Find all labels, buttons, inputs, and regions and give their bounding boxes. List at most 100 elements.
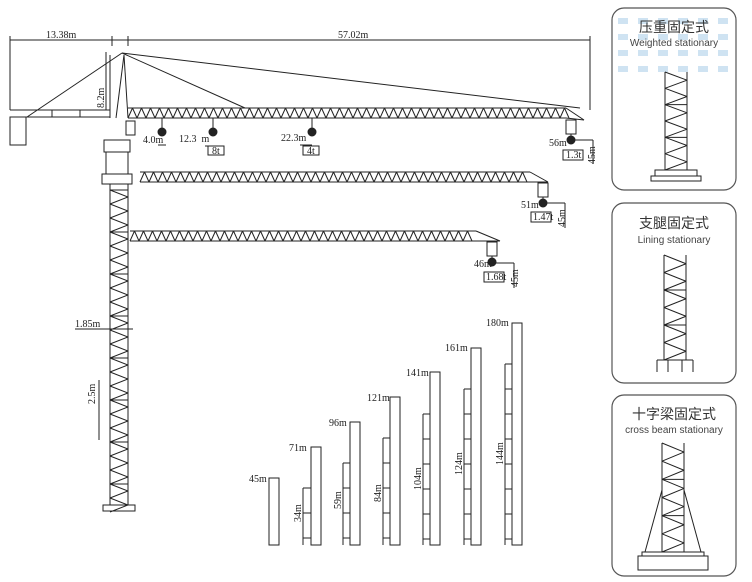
jib-truss bbox=[307, 107, 313, 119]
mast-base bbox=[102, 504, 136, 512]
jib-truss-51m bbox=[409, 171, 415, 183]
jib-truss bbox=[438, 107, 444, 119]
jib-truss-51m bbox=[522, 171, 528, 183]
mast-lacing bbox=[109, 420, 129, 429]
jib-truss-51m bbox=[265, 171, 271, 183]
mini-mast bbox=[661, 487, 685, 498]
jib-truss-46m bbox=[278, 230, 284, 242]
tie-bar bbox=[121, 52, 246, 109]
mast-lacing bbox=[109, 231, 129, 240]
hook-icon bbox=[487, 257, 497, 267]
trolley bbox=[565, 119, 577, 135]
jib-truss-46m bbox=[323, 230, 329, 242]
panel-weighted-stationary: 压重固定式 Weighted stationary bbox=[611, 7, 737, 191]
jib-truss-46m bbox=[390, 230, 396, 242]
jib-truss bbox=[487, 107, 493, 119]
panel-subtitle: cross beam stationary bbox=[625, 425, 723, 436]
jib-truss bbox=[456, 107, 462, 119]
mast-lacing bbox=[109, 413, 129, 422]
jib-truss-46m bbox=[282, 230, 288, 242]
jib-truss-51m bbox=[441, 171, 447, 183]
load-label: 4t bbox=[307, 146, 315, 157]
jib-truss bbox=[271, 107, 277, 119]
mini-mast bbox=[664, 136, 688, 146]
mini-mast bbox=[663, 333, 687, 343]
mini-mast bbox=[661, 460, 685, 471]
jib-truss-46m bbox=[467, 230, 473, 242]
mast-lacing bbox=[109, 252, 129, 261]
jib-truss-46m bbox=[359, 230, 365, 242]
background-pattern bbox=[678, 18, 688, 24]
jib-truss bbox=[370, 107, 376, 119]
jib-truss bbox=[172, 107, 178, 119]
mini-mast bbox=[661, 469, 685, 480]
jib-truss-46m bbox=[242, 230, 248, 242]
jib-truss-51m bbox=[463, 171, 469, 183]
height-label: 180m bbox=[486, 318, 509, 329]
slewing-ring bbox=[103, 139, 131, 153]
jib-truss-46m bbox=[174, 230, 180, 242]
jib-truss-51m bbox=[297, 171, 303, 183]
jib-truss bbox=[379, 107, 385, 119]
load-box bbox=[207, 145, 225, 156]
jib-truss-51m bbox=[274, 171, 280, 183]
background-pattern bbox=[678, 34, 688, 40]
jib-truss-46m bbox=[147, 230, 153, 242]
mast-lacing bbox=[109, 280, 129, 289]
mast-height-bar bbox=[511, 322, 523, 546]
jib-truss bbox=[267, 107, 273, 119]
mast-lacing bbox=[109, 455, 129, 464]
jib-truss-51m bbox=[346, 171, 352, 183]
jib-truss-46m bbox=[314, 230, 320, 242]
jib-truss bbox=[546, 107, 552, 119]
jib-truss bbox=[565, 117, 585, 121]
jib-truss-46m bbox=[350, 230, 356, 242]
jib-truss-51m bbox=[369, 171, 375, 183]
jib-truss-51m bbox=[396, 171, 402, 183]
jib-truss bbox=[298, 107, 304, 119]
load-label: 8t bbox=[212, 146, 220, 157]
jib-truss-51m bbox=[139, 171, 145, 183]
jib-truss-51m bbox=[454, 171, 460, 183]
jib-truss-46m bbox=[395, 230, 401, 242]
mini-mast bbox=[663, 342, 687, 352]
jib-truss bbox=[496, 107, 502, 119]
mast-lacing bbox=[109, 448, 129, 457]
jib-truss bbox=[195, 107, 201, 119]
jib-truss-46m bbox=[251, 230, 257, 242]
jib-truss-51m bbox=[387, 171, 393, 183]
tie-bar bbox=[121, 52, 581, 109]
mini-mast bbox=[664, 145, 688, 155]
counterweight bbox=[9, 116, 27, 146]
jib-truss-51m bbox=[459, 171, 465, 183]
trolley bbox=[486, 241, 498, 257]
jib-truss-51m bbox=[427, 171, 433, 183]
cab bbox=[125, 120, 136, 136]
jib-truss-46m bbox=[372, 230, 378, 242]
jib-truss bbox=[249, 107, 255, 119]
jib-truss-51m bbox=[247, 171, 253, 183]
tied-height-label: 59m bbox=[333, 491, 344, 509]
height-label: 161m bbox=[445, 343, 468, 354]
jib-truss bbox=[537, 107, 543, 119]
jib-truss-51m bbox=[243, 171, 249, 183]
jib-truss bbox=[460, 107, 466, 119]
jib-truss bbox=[415, 107, 421, 119]
jib-truss-46m bbox=[192, 230, 198, 242]
weighted-base bbox=[650, 175, 702, 182]
background-pattern bbox=[698, 66, 708, 72]
jib-truss-51m bbox=[445, 171, 451, 183]
jib-truss bbox=[469, 107, 475, 119]
jib-truss-51m bbox=[166, 171, 172, 183]
point-radius-label: 22.3m bbox=[281, 133, 307, 144]
cross-beam-strut bbox=[683, 489, 702, 553]
jib-truss bbox=[357, 107, 363, 119]
jib-truss bbox=[388, 107, 394, 119]
jib-truss bbox=[541, 107, 547, 119]
point-radius-label: 12.3 m bbox=[179, 134, 210, 145]
mini-mast bbox=[664, 79, 688, 89]
mini-mast bbox=[663, 289, 687, 300]
mast-lacing bbox=[109, 392, 129, 401]
mast-lacing bbox=[109, 217, 129, 226]
